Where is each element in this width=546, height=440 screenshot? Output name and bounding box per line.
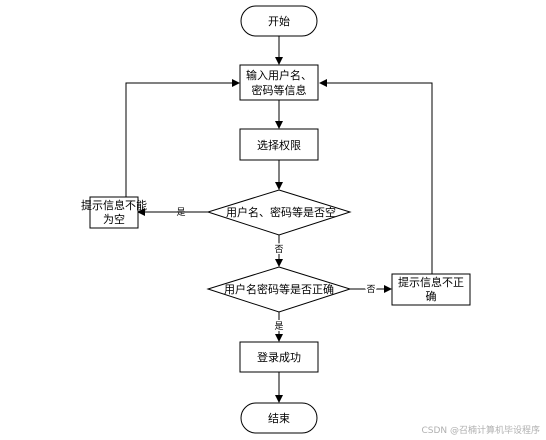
input-credentials-label-2: 密码等信息 [252, 83, 307, 97]
edge-label-correct-no: 否 [366, 284, 375, 295]
edge-error-incorrect-back [319, 79, 433, 274]
error-empty-label-1: 提示信息不能 [81, 198, 147, 212]
edge-label-empty-no: 否 [274, 244, 283, 255]
login-success-label: 登录成功 [257, 350, 301, 364]
check-empty-decision [206, 189, 352, 236]
end-terminal [240, 402, 318, 434]
select-permission-label: 选择权限 [257, 138, 301, 152]
error-incorrect-label-2: 确 [426, 290, 437, 303]
select-permission-box [239, 128, 319, 161]
edge-error-empty-back [125, 79, 240, 197]
input-credentials-label-1: 输入用户名、 [246, 68, 312, 82]
check-empty-label: 用户名、密码等是否空 [226, 205, 336, 219]
edge-label-empty-yes: 是 [176, 207, 185, 218]
edge-label-correct-yes: 是 [274, 321, 283, 332]
error-incorrect-box [391, 273, 471, 306]
check-correct-label: 用户名密码等是否正确 [224, 282, 334, 296]
input-credentials-box [239, 64, 319, 101]
start-terminal [240, 5, 318, 37]
end-label: 结束 [268, 412, 290, 425]
start-label: 开始 [268, 14, 290, 28]
error-empty-label-2: 为空 [103, 212, 125, 226]
error-incorrect-label-1: 提示信息不正 [398, 275, 464, 289]
login-success-box [239, 341, 319, 373]
watermark: CSDN @召楠计算机毕设程序 [421, 426, 540, 436]
check-correct-decision [206, 266, 352, 313]
error-empty-box [89, 196, 139, 229]
